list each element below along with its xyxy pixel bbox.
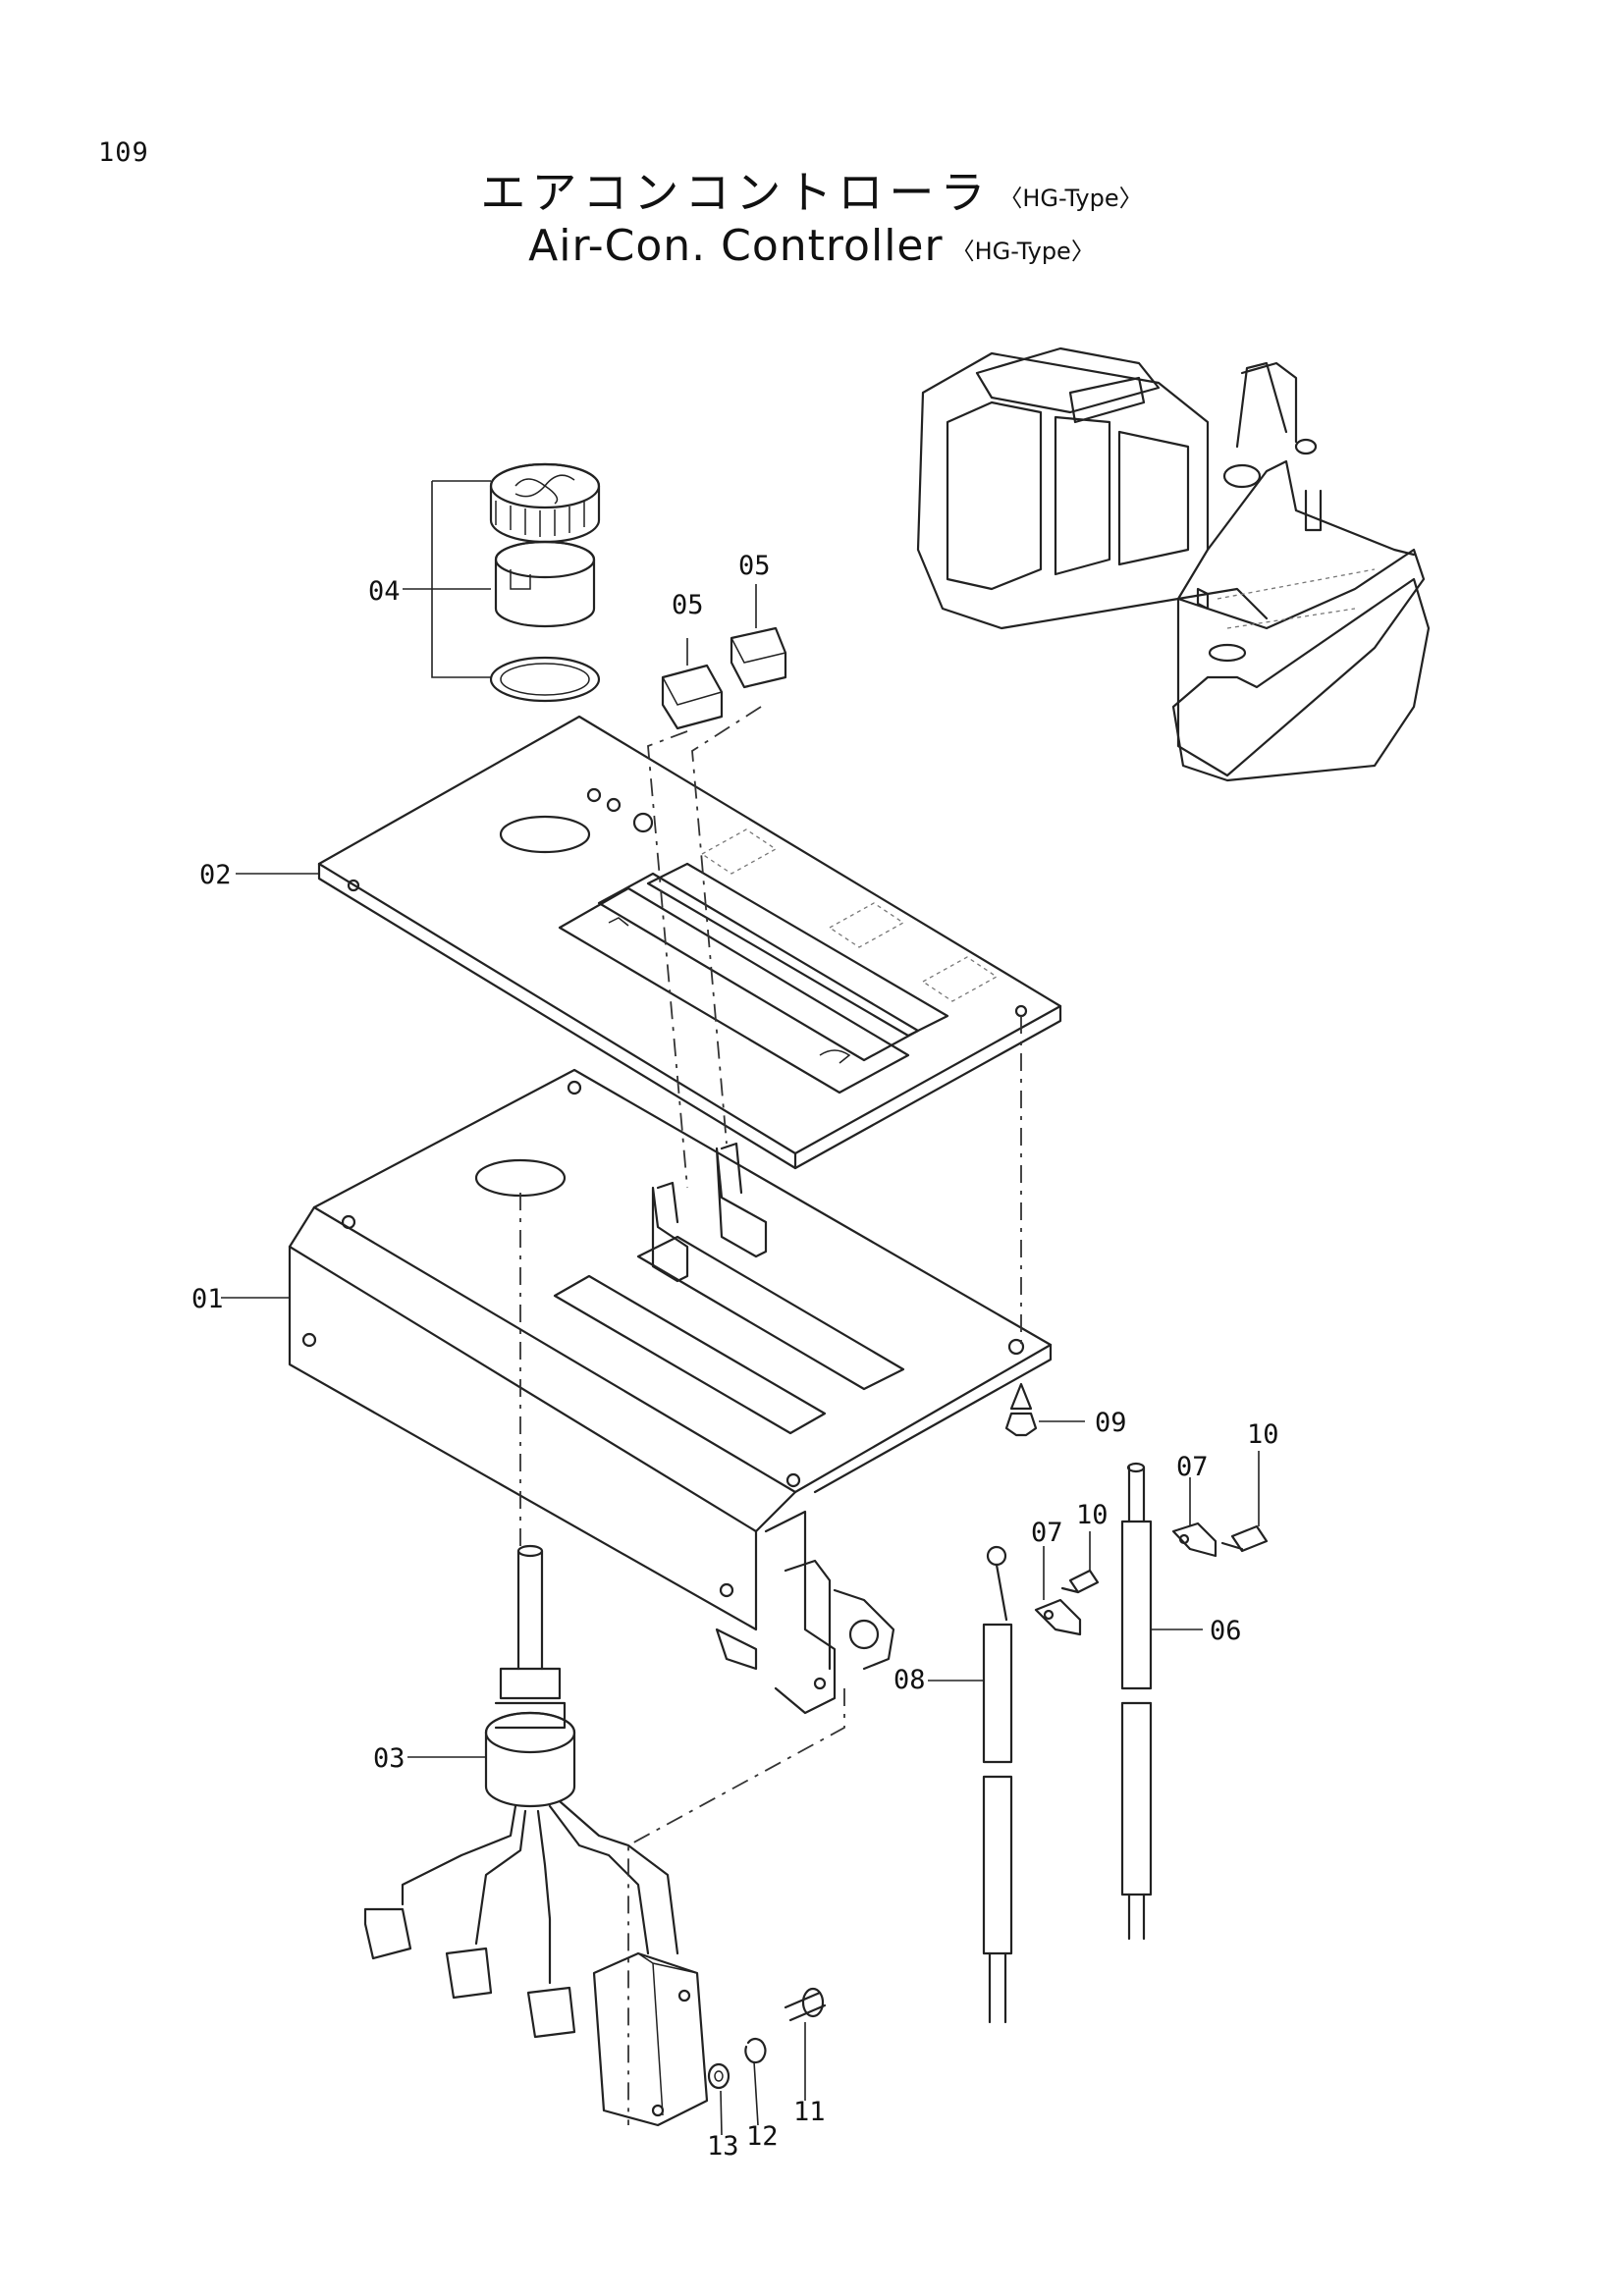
label-part-05-b: 05 xyxy=(738,551,771,581)
label-part-10-a: 10 xyxy=(1076,1500,1109,1530)
title-jp-type-suffix: 〈HG-Type〉 xyxy=(999,185,1143,212)
title-en-type-suffix: 〈HG-Type〉 xyxy=(950,237,1095,265)
assembly-guide-lines xyxy=(519,706,1022,2125)
title-japanese: エアコンコントローラ〈HG-Type〉 xyxy=(0,157,1623,222)
label-part-07-b: 07 xyxy=(1176,1452,1209,1482)
label-part-13: 13 xyxy=(707,2131,739,2162)
part-02-cover-plate xyxy=(236,715,1062,1170)
label-part-07-a: 07 xyxy=(1031,1518,1063,1548)
label-part-11: 11 xyxy=(793,2097,826,2127)
part-04-knob-assembly xyxy=(403,462,601,703)
label-part-02: 02 xyxy=(199,860,232,890)
part-12-spring-washer xyxy=(744,2038,767,2126)
title-english: Air-Con. Controller〈HG-Type〉 xyxy=(0,221,1623,271)
label-part-12: 12 xyxy=(746,2121,779,2152)
part-03-switch-harness xyxy=(363,1544,709,2127)
label-part-05-a: 05 xyxy=(672,590,704,620)
part-07-clamp-b xyxy=(1171,1477,1217,1558)
label-part-06: 06 xyxy=(1210,1616,1242,1646)
part-01-controller-base xyxy=(221,1068,1053,1715)
label-part-08: 08 xyxy=(893,1665,926,1695)
label-part-04: 04 xyxy=(368,576,401,607)
part-10-bolt-a xyxy=(1060,1531,1100,1594)
label-part-03: 03 xyxy=(373,1743,406,1774)
title-jp-text: エアコンコントローラ xyxy=(480,166,992,219)
part-05-lever-knobs xyxy=(661,584,787,730)
label-part-09: 09 xyxy=(1095,1408,1127,1438)
page-number: 109 xyxy=(98,137,149,168)
label-part-01: 01 xyxy=(191,1284,224,1314)
part-08-control-cable xyxy=(928,1545,1013,2024)
excavator-overview-illustration xyxy=(916,347,1431,782)
part-06-control-cable xyxy=(1120,1462,1203,1941)
title-en-text: Air-Con. Controller xyxy=(528,221,944,271)
part-13-washer xyxy=(707,2062,730,2136)
part-11-bolt xyxy=(784,1987,827,2101)
part-10-bolt-b xyxy=(1220,1451,1269,1553)
part-09-tapping-screw xyxy=(1004,1382,1085,1437)
label-part-10-b: 10 xyxy=(1247,1419,1279,1450)
part-07-clamp-a xyxy=(1034,1546,1082,1636)
